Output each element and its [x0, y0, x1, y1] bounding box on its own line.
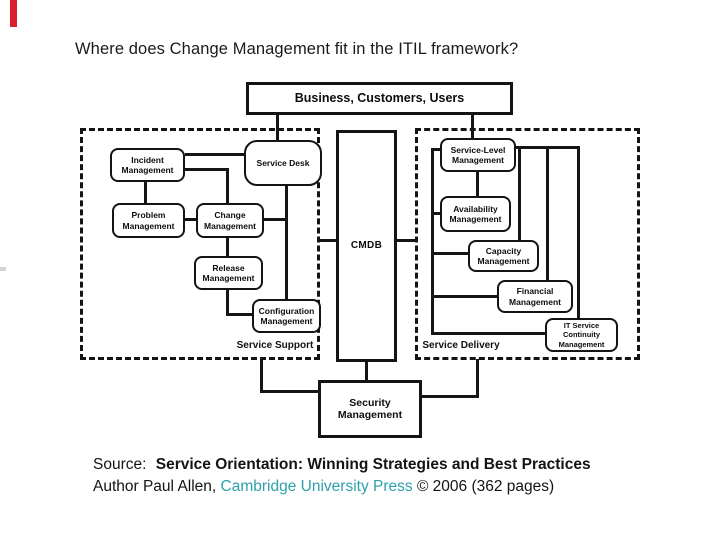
- connector-line: [226, 168, 229, 204]
- connector-line: [144, 182, 147, 204]
- service-support-label: Service Support: [236, 340, 314, 351]
- publisher-link[interactable]: Cambridge University Press: [220, 478, 413, 495]
- source-line-1: Source: Service Orientation: Winning Str…: [93, 454, 591, 476]
- connector-line: [226, 313, 253, 316]
- red-accent-bar: [10, 0, 17, 27]
- box-problem-management: Problem Management: [112, 203, 185, 238]
- service-delivery-label: Service Delivery: [422, 340, 500, 351]
- connector-line: [431, 252, 469, 255]
- connector-line: [264, 218, 288, 221]
- connector-line: [260, 359, 263, 393]
- box-service-desk: Service Desk: [244, 140, 322, 186]
- box-business-customers-users: Business, Customers, Users: [246, 82, 513, 115]
- connector-line: [260, 390, 319, 393]
- box-incident-management: Incident Management: [110, 148, 185, 182]
- box-availability-management: Availability Management: [440, 196, 511, 232]
- connector-line: [185, 218, 197, 221]
- connector-line: [431, 332, 546, 335]
- source-prefix: Source:: [93, 456, 147, 473]
- page-title: Where does Change Management fit in the …: [75, 40, 519, 58]
- box-release-management: Release Management: [194, 256, 263, 290]
- connector-line: [546, 146, 549, 282]
- source-line-2: Author Paul Allen, Cambridge University …: [93, 476, 591, 498]
- box-cmdb: CMDB: [336, 130, 397, 362]
- author-text: Author Paul Allen,: [93, 478, 217, 495]
- connector-line: [431, 212, 441, 215]
- source-book-title: Service Orientation: Winning Strategies …: [155, 456, 591, 473]
- box-capacity-management: Capacity Management: [468, 240, 539, 272]
- connector-line: [285, 186, 288, 300]
- connector-line: [431, 148, 434, 335]
- connector-line: [431, 295, 498, 298]
- service-support-region: [80, 128, 320, 360]
- box-it-service-continuity-management: IT Service Continuity Management: [545, 318, 618, 352]
- source-attribution: Source: Service Orientation: Winning Str…: [93, 454, 591, 498]
- connector-line: [319, 239, 336, 242]
- connector-line: [397, 239, 416, 242]
- service-delivery-region: [415, 128, 640, 360]
- box-configuration-management: Configuration Management: [252, 299, 321, 333]
- box-change-management: Change Management: [196, 203, 264, 238]
- connector-line: [476, 172, 479, 197]
- connector-line: [365, 361, 368, 381]
- connector-line: [226, 238, 229, 257]
- connector-line: [431, 148, 441, 151]
- connector-line: [421, 395, 479, 398]
- connector-line: [185, 168, 229, 171]
- box-financial-management: Financial Management: [497, 280, 573, 313]
- connector-line: [518, 146, 521, 241]
- box-service-level-management: Service-Level Management: [440, 138, 516, 172]
- connector-line: [476, 359, 479, 398]
- connector-line: [226, 290, 229, 316]
- connector-line: [471, 115, 474, 140]
- left-edge-mark: [0, 267, 6, 271]
- box-security-management: Security Management: [318, 380, 422, 438]
- copyright-text: © 2006 (362 pages): [416, 478, 555, 495]
- connector-line: [185, 153, 245, 156]
- connector-line: [577, 146, 580, 320]
